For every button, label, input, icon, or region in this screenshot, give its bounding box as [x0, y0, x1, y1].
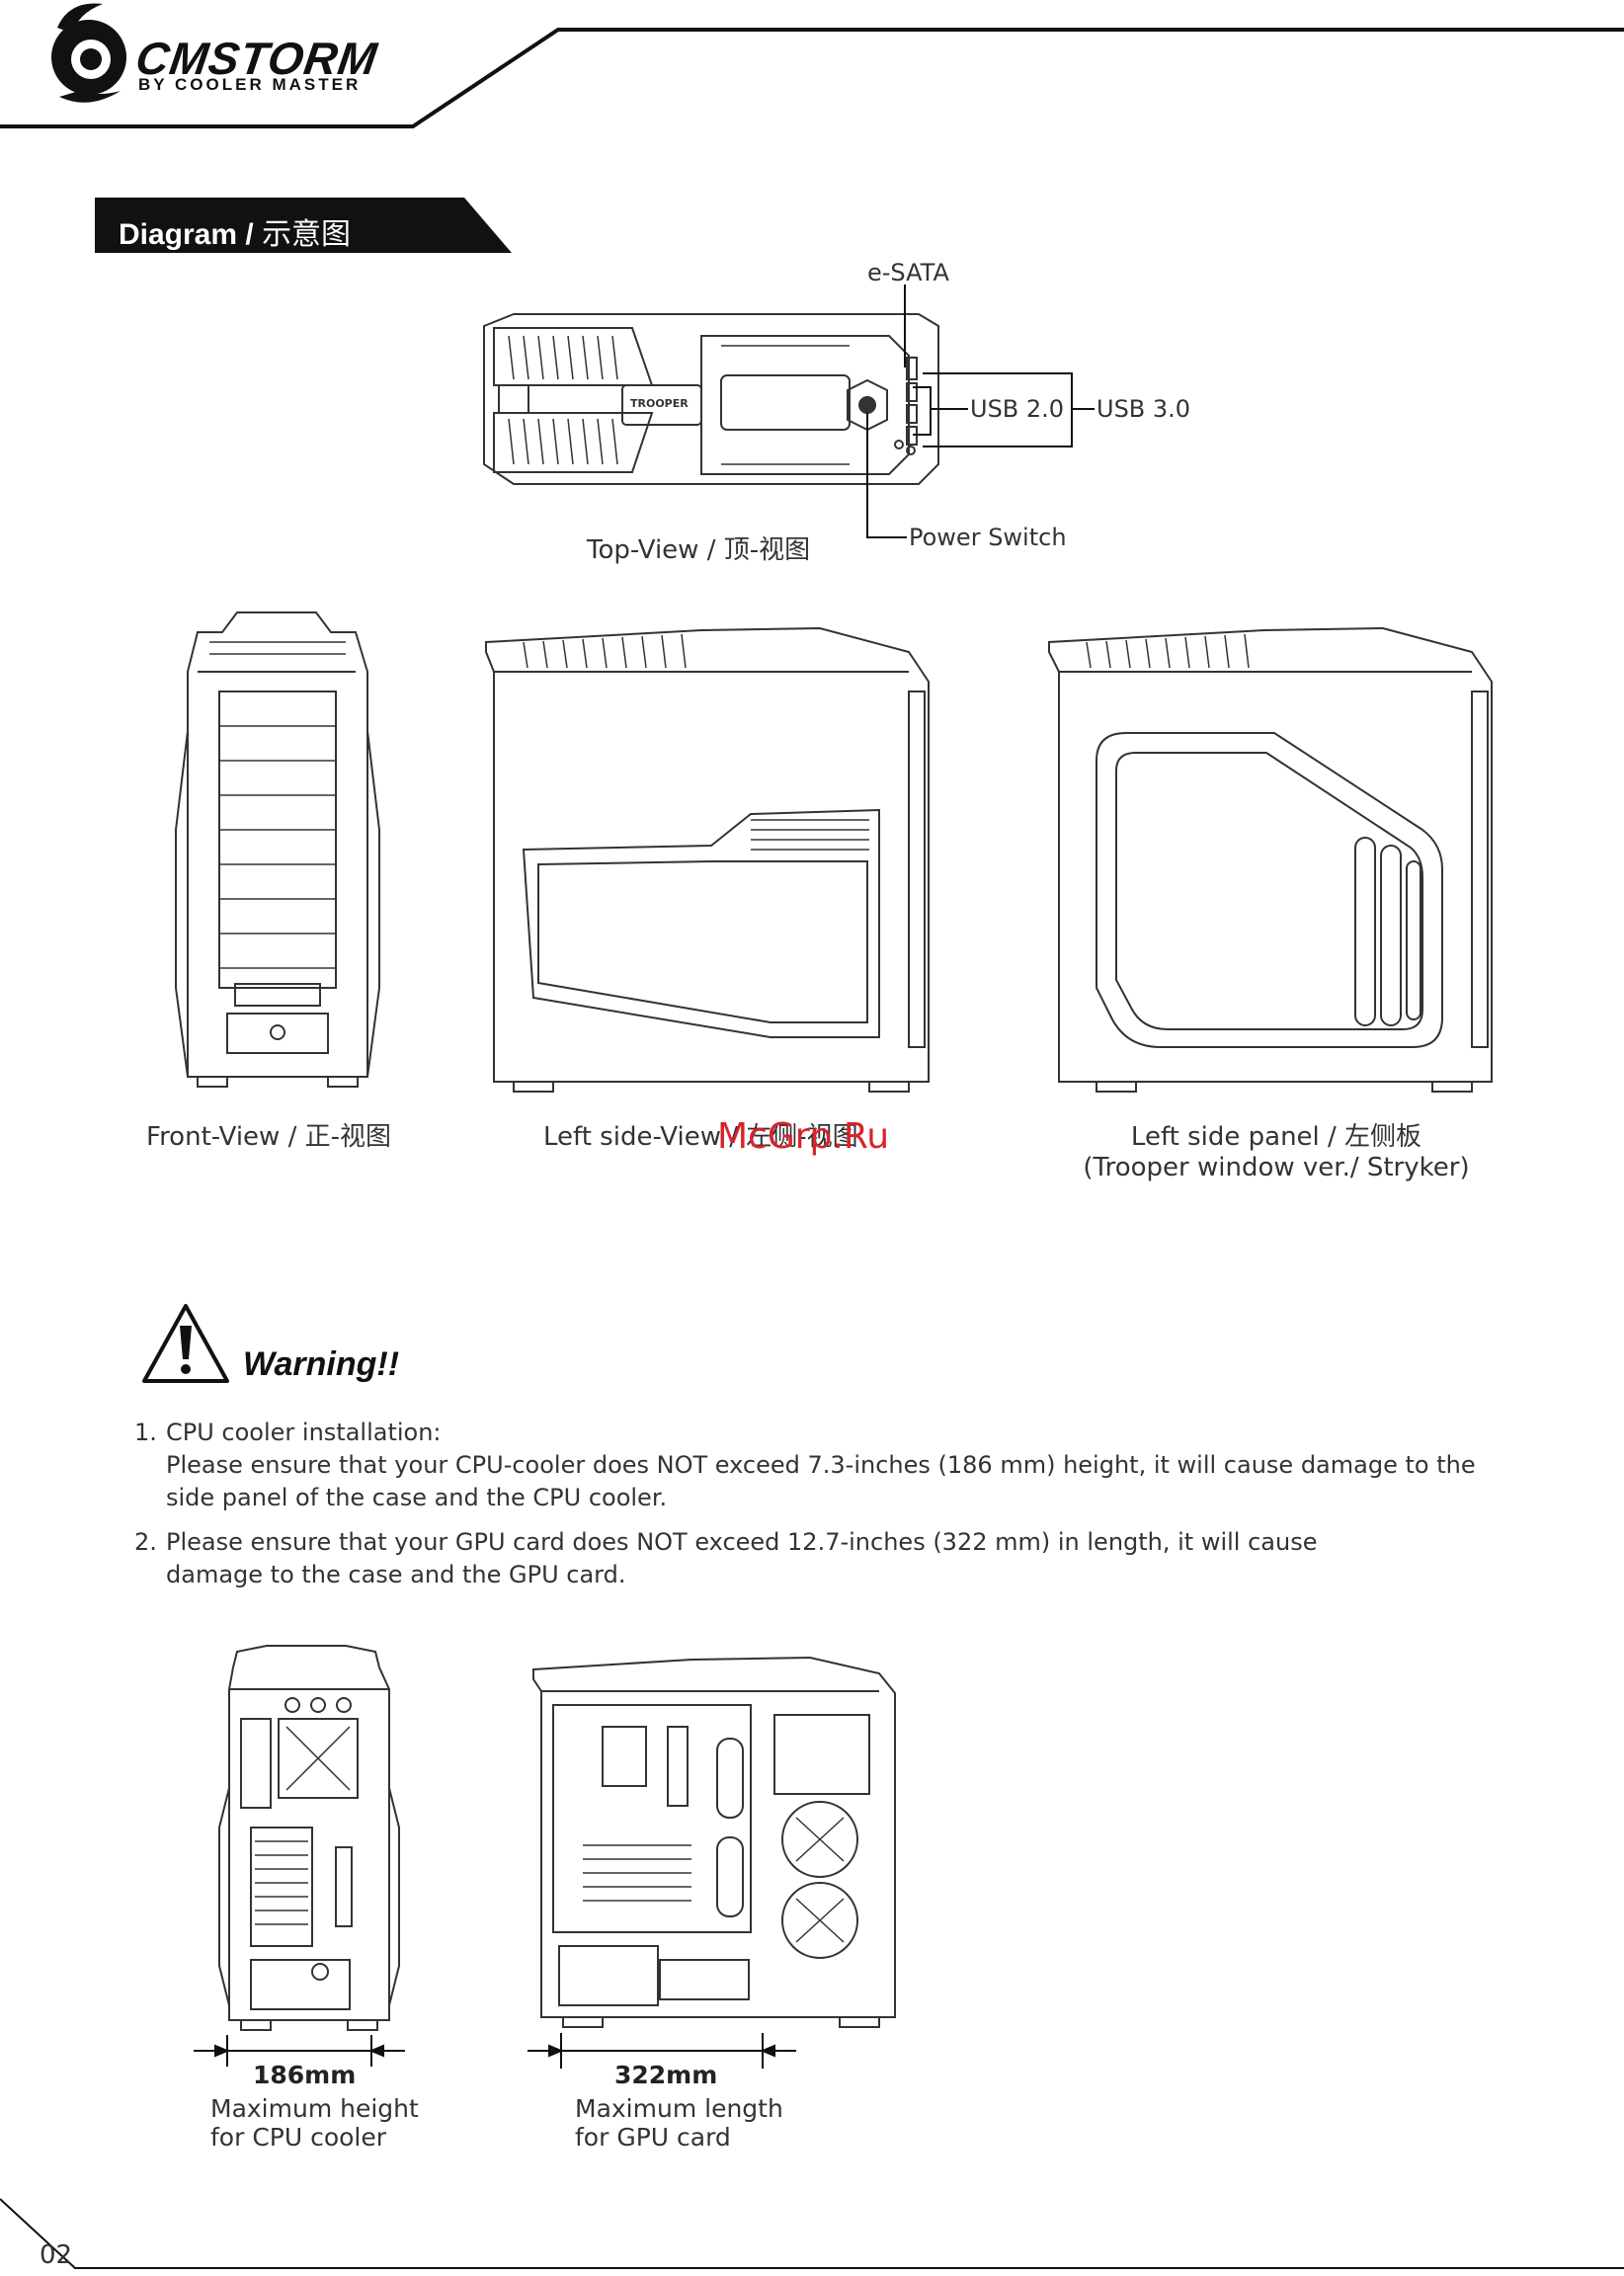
gpu-dimension-description: Maximum length for GPU card — [575, 2094, 783, 2152]
gpu-dimension-desc-line2: for GPU card — [575, 2123, 731, 2152]
gpu-dimension-desc-line1: Maximum length — [575, 2094, 783, 2123]
header-rule — [0, 28, 1624, 128]
cpu-dimension-value: 186mm — [253, 2061, 357, 2089]
warning-list: 1. CPU cooler installation: Please ensur… — [134, 1417, 1517, 1603]
section-title: Diagram / 示意图 — [119, 209, 351, 253]
rear-view-drawing — [218, 1645, 400, 2031]
left-side-panel-vents — [1086, 633, 1250, 669]
section-title-cn: 示意图 — [262, 218, 352, 251]
left-side-panel-caption-line2: (Trooper window ver./ Stryker) — [1083, 1153, 1470, 1182]
warning-item-text: Please ensure that your CPU-cooler does … — [166, 1451, 1476, 1511]
cpu-dimension-line — [194, 2035, 405, 2067]
warning-icon — [142, 1304, 229, 1383]
top-view-drawing — [483, 313, 939, 485]
section-title-main: Diagram — [119, 218, 238, 251]
top-view-vents — [508, 335, 850, 465]
warning-item-number: 2. — [134, 1528, 157, 1556]
front-view-bays — [209, 641, 346, 969]
footer-rule — [0, 2198, 1624, 2269]
warning-title: Warning!! — [243, 1345, 400, 1383]
left-side-view-drawing — [485, 626, 930, 1093]
left-side-panel-drawing — [1048, 626, 1493, 1093]
top-view-callouts — [866, 284, 1095, 538]
gpu-dimension-line — [528, 2033, 796, 2069]
warning-item-number: 1. — [134, 1419, 157, 1446]
cpu-dimension-desc-line2: for CPU cooler — [210, 2123, 387, 2152]
front-view-drawing — [175, 611, 380, 1088]
gpu-dimension-value: 322mm — [614, 2061, 718, 2089]
top-panel-badge: TROOPER — [630, 397, 689, 410]
top-view-caption: Top-View / 顶-视图 — [587, 535, 811, 565]
warning-item: 1. CPU cooler installation: Please ensur… — [134, 1417, 1517, 1514]
brand-subtitle: BY COOLER MASTER — [138, 75, 362, 94]
interior-view-slots — [583, 1817, 845, 1943]
left-side-view-vents — [523, 633, 869, 851]
esata-label: e-SATA — [867, 259, 949, 286]
power-switch-label: Power Switch — [909, 524, 1067, 551]
watermark: McGrp.Ru — [717, 1116, 890, 1157]
cpu-dimension-desc-line1: Maximum height — [210, 2094, 419, 2123]
logo-swirl-icon — [51, 3, 126, 103]
left-side-view-caption: Left side-View / 左侧-视图 — [543, 1122, 858, 1152]
rear-view-slots — [255, 1726, 351, 1925]
section-title-separator: / — [237, 218, 263, 251]
warning-item-heading: CPU cooler installation: — [166, 1419, 442, 1446]
section-banner — [95, 198, 512, 253]
usb2-label: USB 2.0 — [970, 395, 1065, 423]
left-side-panel-caption: Left side panel / 左侧板 (Trooper window ve… — [1069, 1116, 1484, 1182]
usb3-label: USB 3.0 — [1096, 395, 1191, 423]
warning-item-body: CPU cooler installation: Please ensure t… — [166, 1417, 1517, 1514]
interior-view-drawing — [532, 1656, 896, 2028]
front-view-caption: Front-View / 正-视图 — [146, 1122, 391, 1152]
warning-item: 2. Please ensure that your GPU card does… — [134, 1526, 1517, 1591]
warning-item-text: Please ensure that your GPU card does NO… — [166, 1528, 1318, 1588]
page-number: 02 — [40, 2240, 73, 2270]
left-side-panel-caption-line1: Left side panel / 左侧板 — [1130, 1122, 1422, 1152]
cpu-dimension-description: Maximum height for CPU cooler — [210, 2094, 419, 2152]
